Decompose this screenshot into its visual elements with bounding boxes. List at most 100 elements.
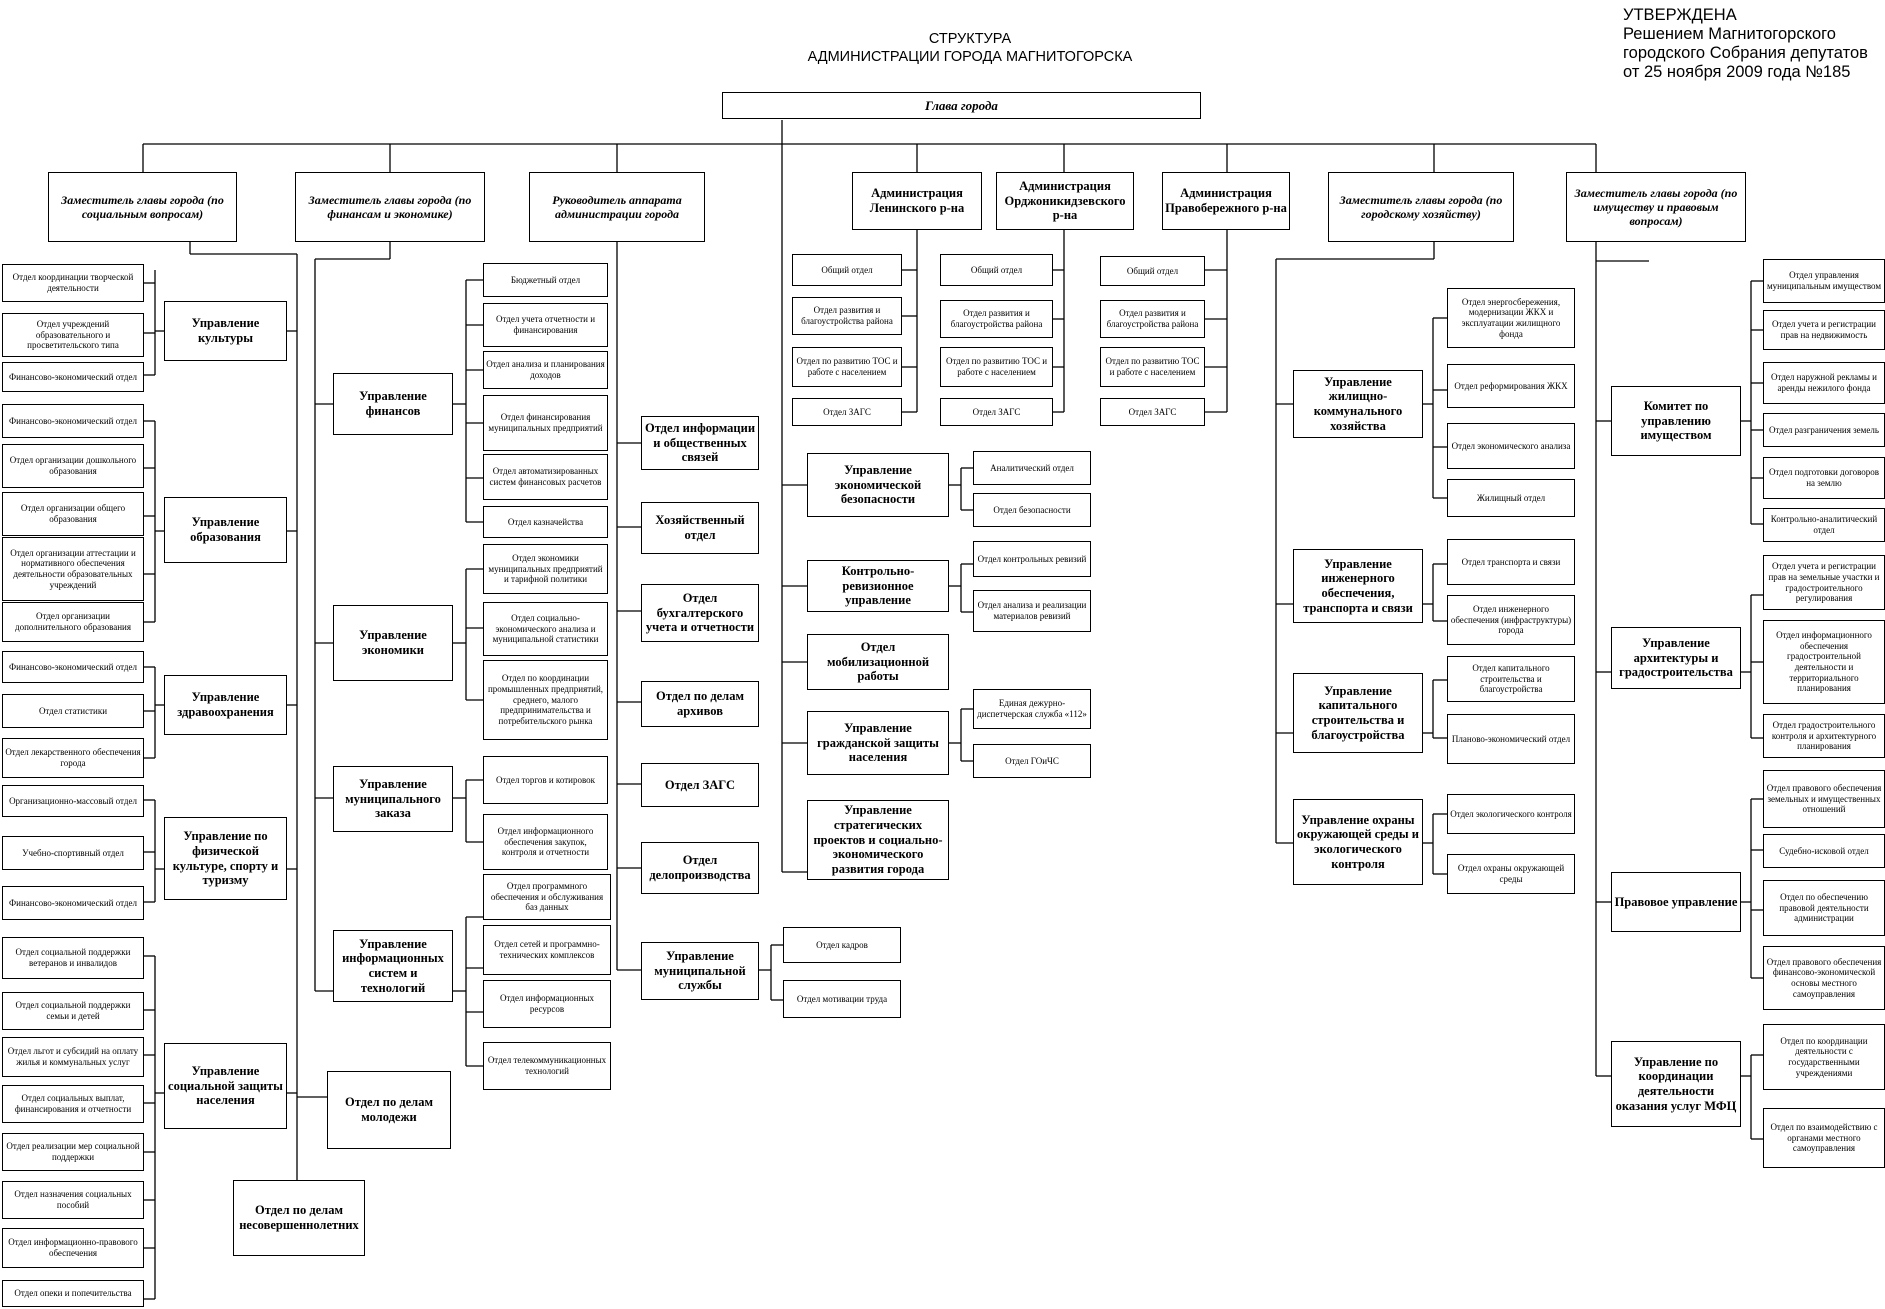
- dept-mobilization-box: Отдел мобилизационной работы: [807, 634, 949, 690]
- admin-pravob-box: Администрация Правобережного р-на: [1162, 172, 1290, 230]
- mgmt-architecture-box: Управление архитектуры и градостроительс…: [1611, 627, 1741, 689]
- dept-box: Отдел охраны окружающей среды: [1447, 854, 1575, 894]
- dept-box: Организационно-массовый отдел: [2, 785, 144, 817]
- dept-box: Отдел ЗАГС: [940, 398, 1053, 426]
- dept-box: Отдел реализации мер социальной поддержк…: [2, 1133, 144, 1171]
- mgmt-sport-box: Управление по физической культуре, спорт…: [164, 817, 287, 900]
- dept-box: Общий отдел: [1100, 256, 1205, 286]
- mgmt-civil-service-box: Управление муниципальной службы: [641, 942, 759, 1000]
- dept-box: Отдел анализа и планирования доходов: [483, 351, 608, 389]
- mgmt-housing-box: Управление жилищно-коммунального хозяйст…: [1293, 370, 1423, 438]
- dept-minors-box: Отдел по делам несовершеннолетних: [233, 1180, 365, 1256]
- mgmt-legal-box: Правовое управление: [1611, 872, 1741, 932]
- dept-box: Отдел информационно-правового обеспечени…: [2, 1228, 144, 1268]
- dept-box: Отдел по развитию ТОС и работе с населен…: [1100, 347, 1205, 387]
- dept-box: Отдел экологического контроля: [1447, 794, 1575, 834]
- dept-box: Отдел капитального строительства и благо…: [1447, 656, 1575, 702]
- dept-box: Отдел учета и регистрации прав на земель…: [1763, 555, 1885, 610]
- dept-box: Отдел развития и благоустройства района: [1100, 300, 1205, 338]
- dept-box: Планово-экономический отдел: [1447, 714, 1575, 764]
- dept-box: Отдел сетей и программно-технических ком…: [483, 925, 611, 975]
- dept-box: Отдел кадров: [783, 927, 901, 963]
- mgmt-health-box: Управление здравоохранения: [164, 675, 287, 735]
- dept-box: Отдел правового обеспечения финансово-эк…: [1763, 946, 1885, 1010]
- dept-box: Отдел статистики: [2, 694, 144, 728]
- dept-box: Отдел по обеспечению правовой деятельнос…: [1763, 880, 1885, 936]
- dept-box: Жилищный отдел: [1447, 479, 1575, 517]
- mgmt-mfc-box: Управление по координации деятельности о…: [1611, 1041, 1741, 1127]
- dept-box: Отдел правового обеспечения земельных и …: [1763, 770, 1885, 828]
- dept-box: Отдел реформирования ЖКХ: [1447, 364, 1575, 408]
- mgmt-education-box: Управление образования: [164, 497, 287, 563]
- dept-box: Отдел льгот и субсидий на оплату жилья и…: [2, 1037, 144, 1077]
- mgmt-welfare-box: Управление социальной защиты населения: [164, 1043, 287, 1129]
- dept-box: Отдел социальной поддержки ветеранов и и…: [2, 937, 144, 979]
- dept-box: Отдел социальной поддержки семьи и детей: [2, 992, 144, 1030]
- approval-line2: Решением Магнитогорского: [1623, 25, 1836, 43]
- head-of-city-box: Глава города: [722, 92, 1201, 119]
- dept-box: Отдел ГОиЧС: [973, 744, 1091, 778]
- dept-box: Аналитический отдел: [973, 451, 1091, 485]
- chart-title-line2: АДМИНИСТРАЦИИ ГОРОДА МАГНИТОГОРСКА: [807, 49, 1133, 65]
- mgmt-culture-box: Управление культуры: [164, 301, 287, 361]
- dept-youth-box: Отдел по делам молодежи: [327, 1071, 451, 1149]
- dept-box: Отдел лекарственного обеспечения города: [2, 738, 144, 778]
- dept-box: Отдел контрольных ревизий: [973, 541, 1091, 577]
- mgmt-economy-box: Управление экономики: [333, 605, 453, 681]
- dept-box: Отдел казначейства: [483, 506, 608, 538]
- dept-box: Отдел координации творческой деятельност…: [2, 264, 144, 302]
- dept-box: Отдел ЗАГС: [792, 398, 902, 426]
- mgmt-ecology-box: Управление охраны окружающей среды и эко…: [1293, 799, 1423, 885]
- admin-ordzh-box: Администрация Орджоникидзевского р-на: [996, 172, 1134, 230]
- mgmt-audit-box: Контрольно-ревизионное управление: [807, 560, 949, 612]
- mgmt-construction-box: Управление капитального строительства и …: [1293, 673, 1423, 753]
- dept-box: Отдел по развитию ТОС и работе с населен…: [940, 347, 1053, 387]
- deputy-property-box: Заместитель главы города (по имуществу и…: [1566, 172, 1746, 242]
- mgmt-security-box: Управление экономической безопасности: [807, 453, 949, 517]
- committee-property-box: Комитет по управлению имуществом: [1611, 386, 1741, 456]
- dept-box: Финансово-экономический отдел: [2, 886, 144, 920]
- dept-box: Отдел наружной рекламы и аренды нежилого…: [1763, 362, 1885, 404]
- dept-box: Отдел транспорта и связи: [1447, 539, 1575, 585]
- apparatus-unit-box: Отдел делопроизводства: [641, 842, 759, 894]
- dept-box: Общий отдел: [940, 254, 1053, 286]
- dept-box: Отдел информационного обеспечения закупо…: [483, 814, 608, 870]
- dept-box: Финансово-экономический отдел: [2, 362, 144, 392]
- mgmt-procurement-box: Управление муниципального заказа: [333, 766, 453, 832]
- apparatus-unit-box: Отдел бухгалтерского учета и отчетности: [641, 584, 759, 642]
- dept-box: Отдел по развитию ТОС и работе с населен…: [792, 347, 902, 387]
- dept-box: Отдел автоматизированных систем финансов…: [483, 454, 608, 500]
- deputy-finance-box: Заместитель главы города (по финансам и …: [295, 172, 485, 242]
- dept-box: Контрольно-аналитический отдел: [1763, 508, 1885, 542]
- mgmt-it-box: Управление информационных систем и техно…: [333, 930, 453, 1002]
- dept-box: Отдел организации аттестации и нормативн…: [2, 537, 144, 601]
- dept-box: Отдел развития и благоустройства района: [792, 297, 902, 335]
- mgmt-civil-defense-box: Управление гражданской защиты населения: [807, 711, 949, 775]
- dept-box: Отдел мотивации труда: [783, 980, 901, 1018]
- dept-box: Учебно-спортивный отдел: [2, 836, 144, 870]
- dept-box: Отдел ЗАГС: [1100, 398, 1205, 426]
- dept-box: Отдел безопасности: [973, 493, 1091, 527]
- dept-box: Единая дежурно-диспетчерская служба «112…: [973, 689, 1091, 729]
- dept-box: Отдел по взаимодействию с органами местн…: [1763, 1108, 1885, 1168]
- dept-box: Отдел градостроительного контроля и архи…: [1763, 714, 1885, 758]
- dept-box: Финансово-экономический отдел: [2, 651, 144, 683]
- dept-box: Отдел по координации деятельности с госу…: [1763, 1024, 1885, 1090]
- deputy-social-box: Заместитель главы города (по социальным …: [48, 172, 237, 242]
- apparatus-unit-box: Отдел ЗАГС: [641, 763, 759, 807]
- mgmt-strategic-box: Управление стратегических проектов и соц…: [807, 800, 949, 880]
- dept-box: Отдел экономического анализа: [1447, 423, 1575, 469]
- mgmt-transport-box: Управление инженерного обеспечения, тран…: [1293, 549, 1423, 623]
- approval-line4: от 25 ноября 2009 года №185: [1623, 63, 1851, 81]
- dept-box: Отдел программного обеспечения и обслужи…: [483, 874, 611, 920]
- dept-box: Отдел опеки и попечительства: [2, 1280, 144, 1307]
- dept-box: Отдел организации дополнительного образо…: [2, 602, 144, 642]
- dept-box: Отдел финансирования муниципальных предп…: [483, 395, 608, 451]
- chart-title: СТРУКТУРА АДМИНИСТРАЦИИ ГОРОДА МАГНИТОГО…: [720, 30, 1220, 66]
- approval-stamp: УТВЕРЖДЕНА Решением Магнитогорского горо…: [1623, 6, 1885, 82]
- dept-box: Отдел учета отчетности и финансирования: [483, 303, 608, 347]
- dept-box: Отдел учета и регистрации прав на недвиж…: [1763, 310, 1885, 350]
- dept-box: Отдел информационных ресурсов: [483, 980, 611, 1028]
- dept-box: Отдел назначения социальных пособий: [2, 1181, 144, 1219]
